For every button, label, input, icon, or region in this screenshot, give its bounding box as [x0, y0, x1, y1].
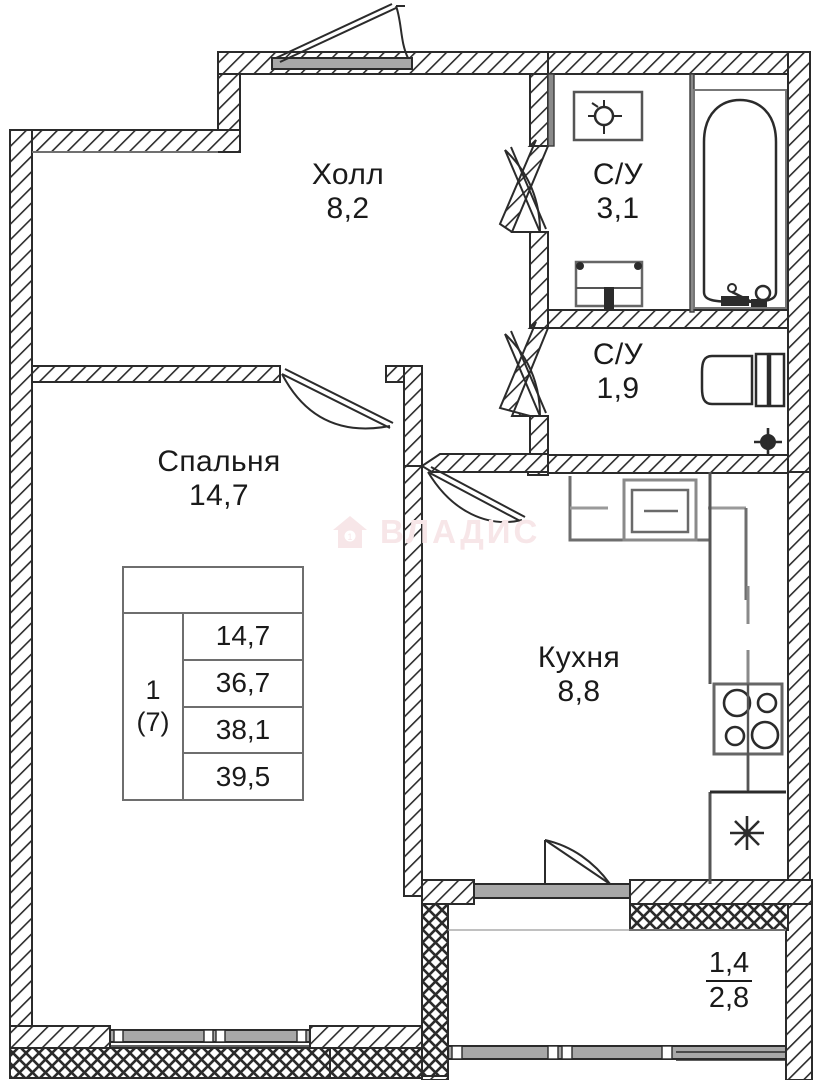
room-area-bedroom: 14,7	[189, 478, 249, 512]
room-area-bath1: 3,1	[596, 191, 640, 225]
door-bath1	[504, 146, 547, 233]
spec-rooms-count: 1	[145, 674, 161, 705]
window-balcony-bottom	[447, 1045, 787, 1061]
spec-floor-number: (7)	[136, 706, 170, 737]
kitchen-sink-icon	[622, 478, 698, 542]
spec-table-rooms-cell: 1 (7)	[124, 614, 184, 799]
spec-value-living: 14,7	[184, 614, 302, 661]
spec-value-total: 38,1	[184, 708, 302, 755]
inner-outlines	[32, 151, 786, 931]
washing-machine-icon	[572, 90, 644, 142]
stove-icon	[712, 682, 784, 792]
door-balcony	[473, 839, 631, 899]
door-bath2	[504, 330, 547, 417]
balcony-area-denominator: 2,8	[708, 982, 750, 1015]
door-bedroom	[281, 368, 394, 430]
room-area-bath2: 1,9	[596, 371, 640, 405]
kitchen-cabinets	[708, 472, 750, 884]
room-label-bath1: С/У 3,1	[538, 158, 698, 225]
door-entrance	[271, 3, 413, 70]
apartment-spec-table: 1 (7) 14,7 36,7 38,1 39,5	[122, 566, 304, 801]
radiator-star-icon	[730, 816, 764, 850]
toilet-icon	[700, 352, 786, 408]
water-valve-icon	[754, 428, 782, 456]
wall-insulation	[9, 903, 789, 1079]
room-label-bath2: С/У 1,9	[538, 338, 698, 405]
sink-icon	[574, 260, 644, 309]
room-name-bath2: С/У	[592, 338, 644, 371]
spec-table-values: 14,7 36,7 38,1 39,5	[184, 614, 302, 799]
spec-table-body: 1 (7) 14,7 36,7 38,1 39,5	[124, 614, 302, 799]
balcony-area-numerator: 1,4	[705, 947, 753, 983]
room-label-bedroom: Спальня 14,7	[109, 445, 329, 512]
bathtub-icon	[693, 89, 787, 309]
window-bedroom	[109, 1029, 311, 1047]
room-label-kitchen: Кухня 8,8	[489, 641, 669, 708]
room-name-kitchen: Кухня	[537, 641, 621, 674]
room-label-hall: Холл 8,2	[248, 158, 448, 225]
spec-value-with-balcony: 39,5	[215, 760, 271, 792]
spec-value-usable: 36,7	[184, 661, 302, 708]
door-kitchen	[427, 466, 526, 523]
balcony-area-fraction: 1,4 2,8	[684, 947, 774, 1015]
room-name-hall: Холл	[311, 158, 385, 191]
spec-table-header-row	[124, 568, 302, 614]
room-name-bath1: С/У	[592, 158, 644, 191]
room-area-kitchen: 8,8	[557, 674, 601, 708]
room-name-bedroom: Спальня	[157, 445, 281, 478]
room-area-hall: 8,2	[326, 191, 370, 225]
